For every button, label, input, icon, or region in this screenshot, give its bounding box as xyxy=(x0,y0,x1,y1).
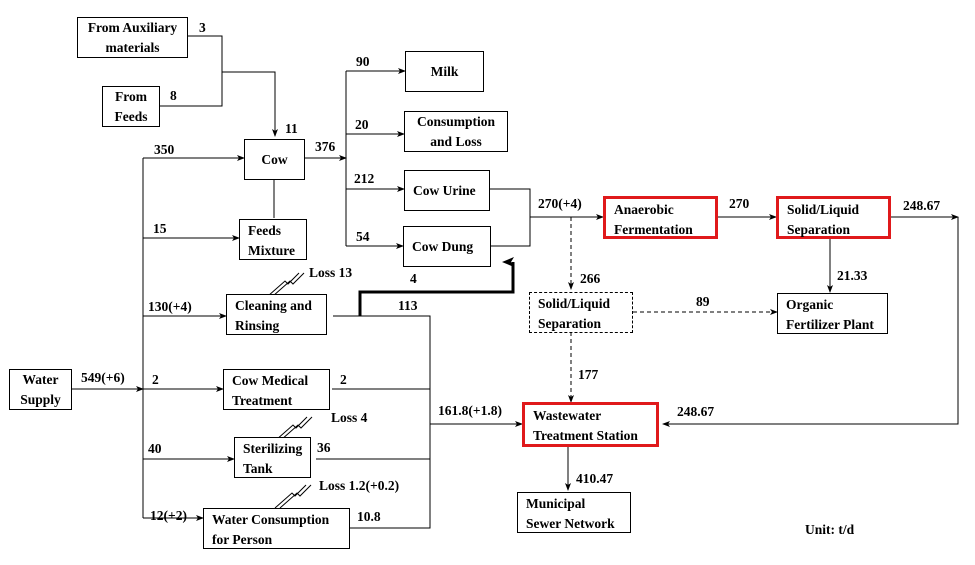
flow-label-medical-out: 2 xyxy=(340,372,347,387)
return-line xyxy=(662,217,959,427)
flow-label-person-in: 12(+2) xyxy=(150,508,187,523)
flow-label-sl-solid: 21.33 xyxy=(837,268,868,283)
loss-person-arrow xyxy=(274,484,312,509)
flow-label-feeds-mixture: 15 xyxy=(153,221,167,236)
flow-label-sterilizing-loss: Loss 4 xyxy=(331,410,368,425)
node-cow-dung: Cow Dung xyxy=(403,226,491,267)
flow-label-aux: 3 xyxy=(199,20,206,35)
flow-label-person-loss: Loss 1.2(+0.2) xyxy=(319,478,400,493)
flow-label-medical-in: 2 xyxy=(152,372,159,387)
node-organic-fertilizer-plant: Organic Fertilizer Plant xyxy=(777,293,888,334)
flow-label-sterilizing-in: 40 xyxy=(148,441,162,456)
node-municipal-sewer-network: Municipal Sewer Network xyxy=(517,492,631,533)
flow-label-cow-out: 376 xyxy=(315,139,336,154)
flow-label-alt-in: 266 xyxy=(580,271,601,286)
flow-label-cleaning-out: 113 xyxy=(398,298,418,313)
flow-label-sterilizing-out: 36 xyxy=(317,440,331,455)
node-cleaning-rinsing: Cleaning and Rinsing xyxy=(226,294,327,335)
flow-label-consumption: 20 xyxy=(355,117,369,132)
flow-label-wwtp-out: 410.47 xyxy=(576,471,614,486)
node-water-consumption-person: Water Consumption for Person xyxy=(203,508,350,549)
node-solid-liquid-separation-alt: Solid/Liquid Separation xyxy=(529,292,633,333)
flow-label-to-wwtp: 161.8(+1.8) xyxy=(438,403,502,418)
node-cow-medical-treatment: Cow Medical Treatment xyxy=(223,369,330,410)
flow-label-feeds: 8 xyxy=(170,88,177,103)
flow-label-cow-water: 350 xyxy=(154,142,175,157)
node-milk: Milk xyxy=(405,51,484,92)
flow-label-cow-feed: 11 xyxy=(285,121,298,136)
flow-label-person-out: 10.8 xyxy=(357,509,381,524)
feeds-line xyxy=(160,72,223,107)
node-solid-liquid-separation: Solid/Liquid Separation xyxy=(776,196,891,239)
flow-label-urine: 212 xyxy=(354,171,375,186)
flow-label-cleaning-to-dung: 4 xyxy=(410,271,417,286)
flow-label-water-supply: 549(+6) xyxy=(81,370,125,385)
node-feeds-mixture: Feeds Mixture xyxy=(239,219,307,260)
node-consumption-loss: Consumption and Loss xyxy=(404,111,508,152)
flow-label-sl-liquid: 248.67 xyxy=(903,198,941,213)
node-anaerobic-fermentation: Anaerobic Fermentation xyxy=(603,196,718,239)
aux-line xyxy=(188,35,278,137)
loss-sterilizing-arrow xyxy=(275,416,313,441)
flow-label-return: 248.67 xyxy=(677,404,715,419)
loss-cleaning-arrow xyxy=(267,272,305,297)
flow-label-alt-to-wwtp: 177 xyxy=(578,367,599,382)
node-sterilizing-tank: Sterilizing Tank xyxy=(234,437,311,478)
node-cow: Cow xyxy=(244,139,305,180)
flow-label-cleaning-in: 130(+4) xyxy=(148,299,192,314)
flow-label-dung: 54 xyxy=(356,229,370,244)
flow-label-alt-to-fertilizer: 89 xyxy=(696,294,710,309)
cleaning-to-dung-bold xyxy=(358,257,515,316)
flow-label-anaerobic-out: 270 xyxy=(729,196,750,211)
node-cow-urine: Cow Urine xyxy=(404,170,490,211)
flow-label-cleaning-loss: Loss 13 xyxy=(309,265,353,280)
node-water-supply: Water Supply xyxy=(9,369,72,410)
flow-label-manure-total: 270(+4) xyxy=(538,196,582,211)
node-wastewater-treatment-station: Wastewater Treatment Station xyxy=(522,402,659,447)
urine-merge xyxy=(490,188,531,247)
flow-label-milk: 90 xyxy=(356,54,370,69)
node-auxiliary-materials: From Auxiliary materials xyxy=(77,17,188,58)
cleaning-out xyxy=(333,315,431,529)
node-from-feeds: From Feeds xyxy=(102,86,160,127)
unit-label: Unit: t/d xyxy=(805,522,855,537)
